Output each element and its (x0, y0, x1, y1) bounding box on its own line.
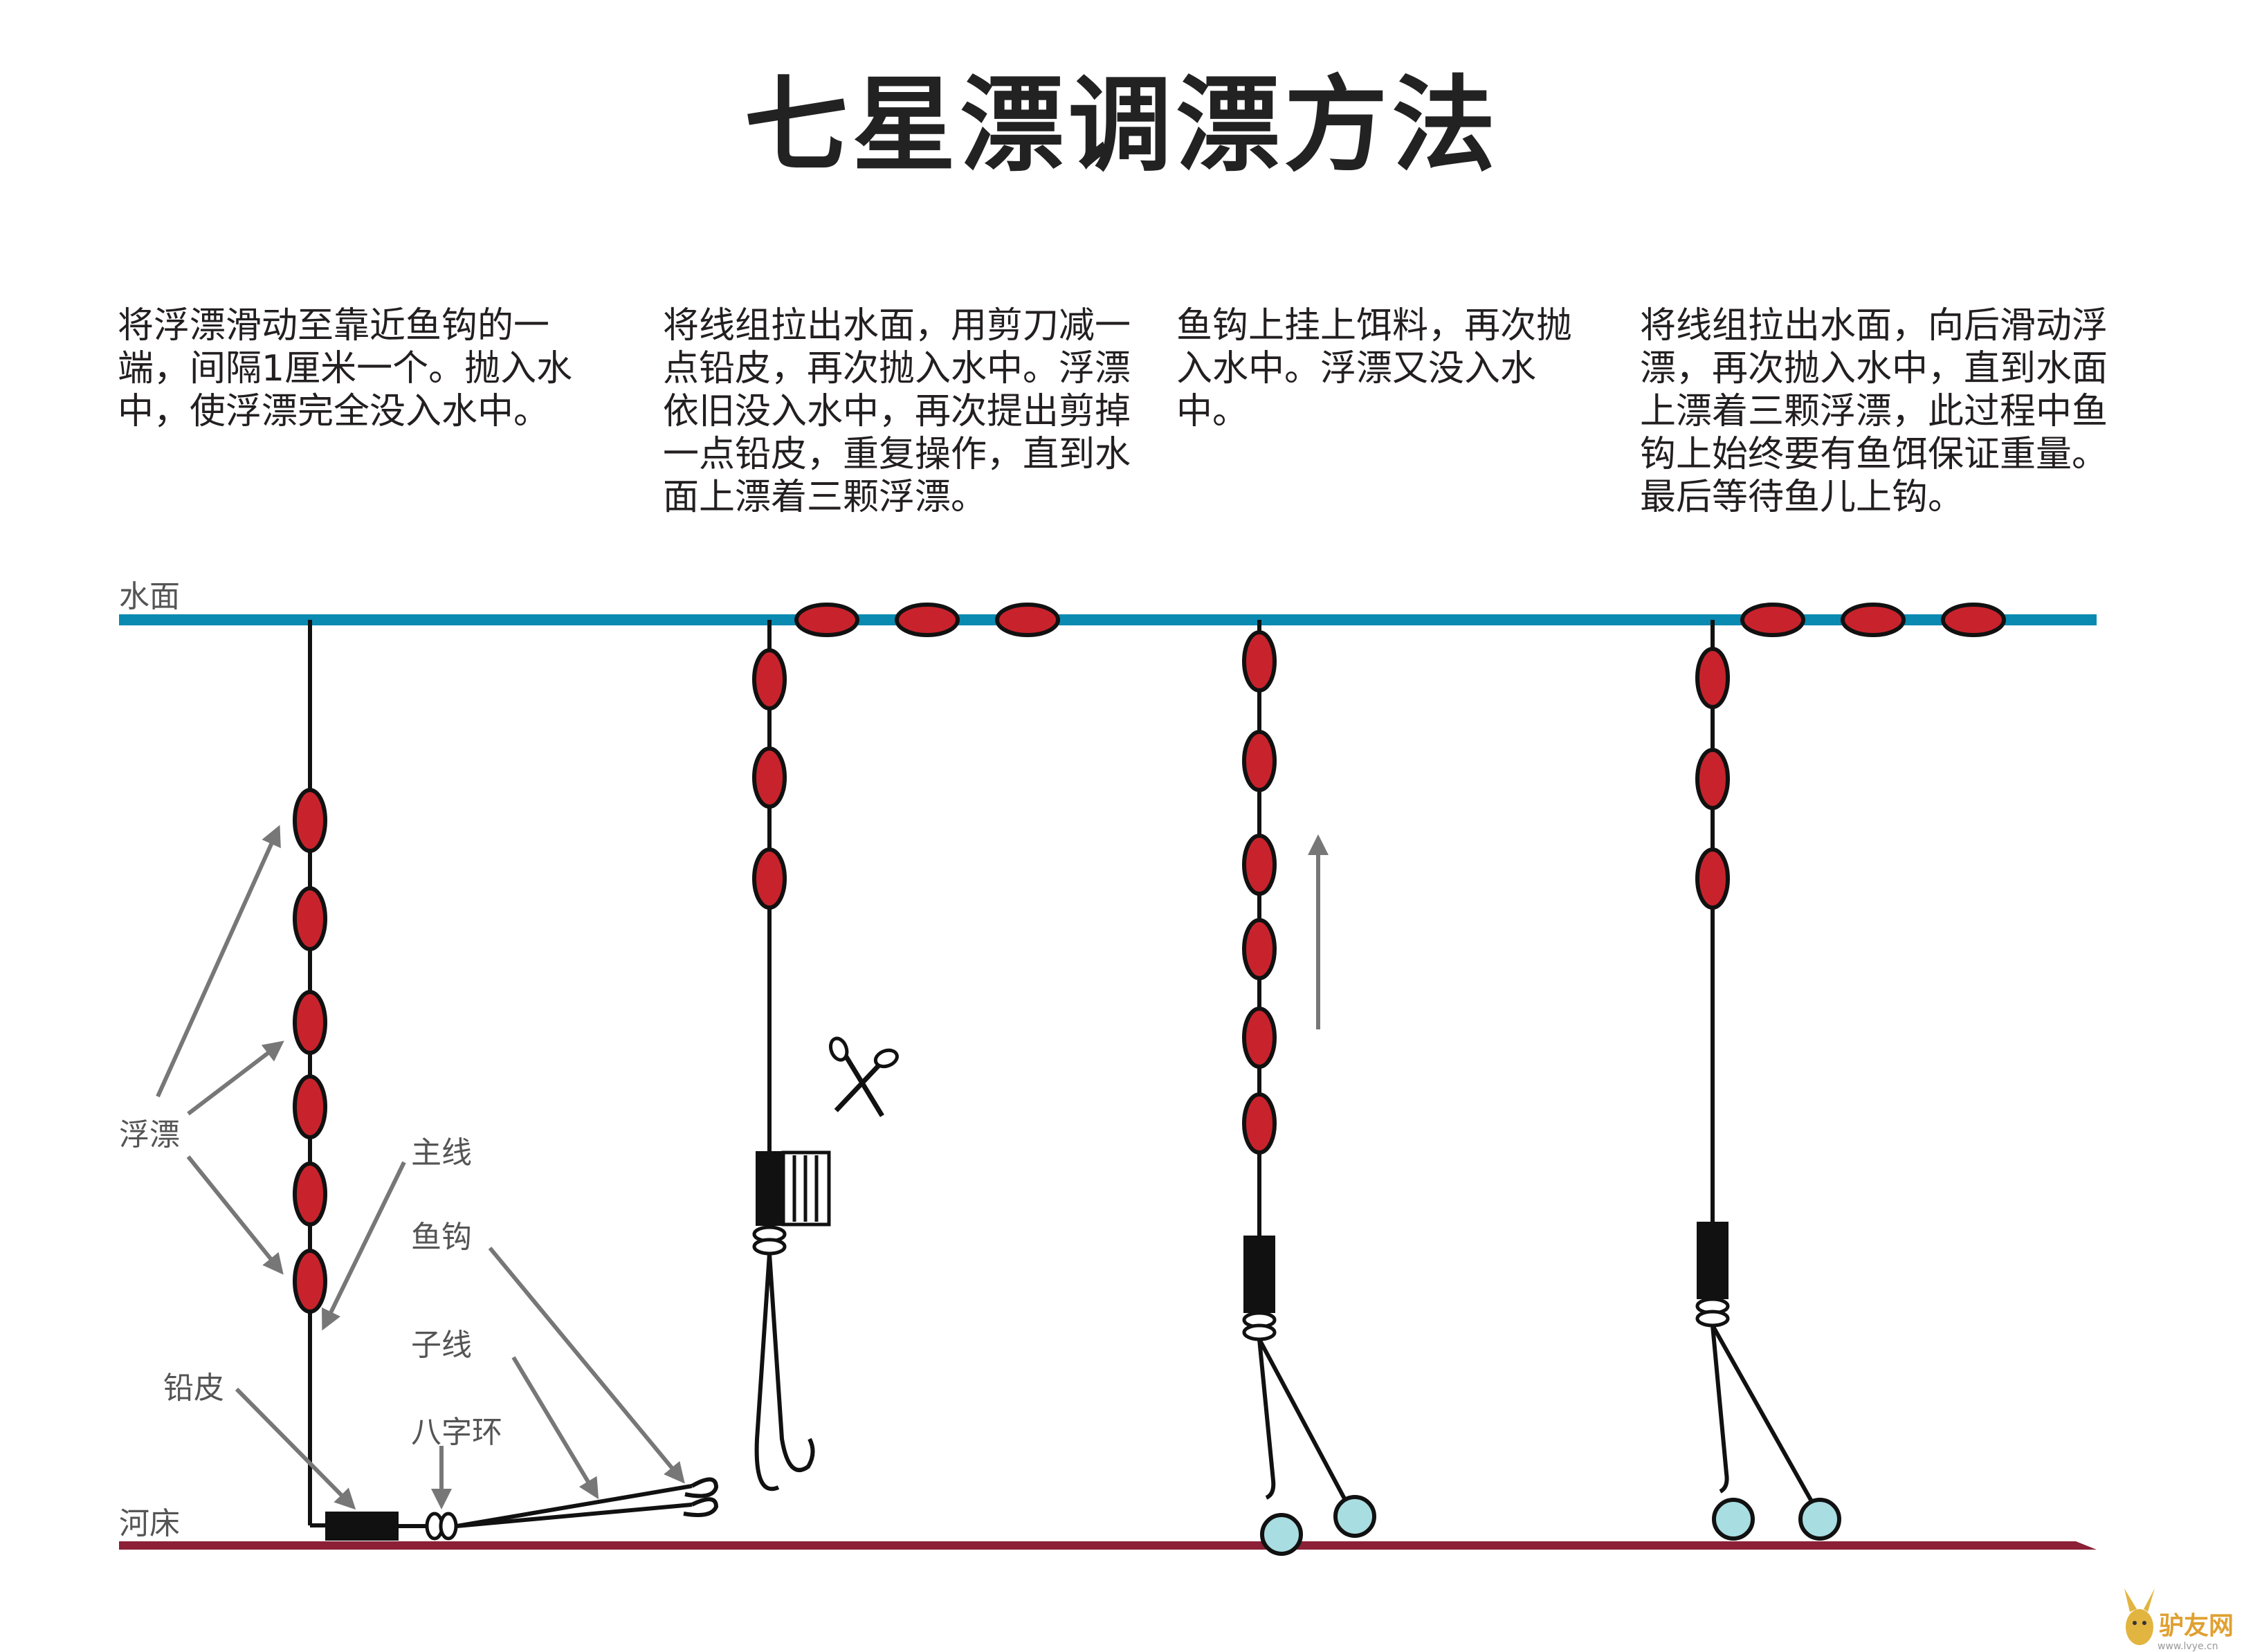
float-bead (293, 1074, 327, 1139)
lead-sinker (1243, 1236, 1275, 1313)
bait-ball (1333, 1495, 1376, 1538)
riverbed-line (119, 1541, 2097, 1550)
leader-line (456, 1503, 693, 1528)
bait-ball (1260, 1513, 1303, 1556)
step-1-text: 将浮漂滑动至靠近鱼钩的一端，间隔1厘米一个。抛入水中，使浮漂完全没入水中。 (118, 305, 573, 432)
watermark-url: www.lvye.cn (2158, 1641, 2218, 1652)
swivel-ring (752, 1238, 787, 1256)
float-bead (752, 746, 787, 809)
scene-2 (752, 603, 1060, 1492)
bait-ball (1712, 1498, 1755, 1541)
float-label: 浮漂 (119, 1117, 180, 1153)
float-bead (1242, 1092, 1277, 1155)
float-bead-surface (1740, 603, 1805, 637)
leader-hook (1711, 1324, 1814, 1503)
float-bead (1695, 647, 1730, 709)
float-bead (293, 1162, 327, 1227)
step-3-text: 鱼钩上挂上饵料，再次抛入水中。浮漂又没入水中。 (1176, 305, 1573, 432)
pointer-arrow (156, 825, 281, 1098)
float-bead-surface (794, 603, 859, 637)
pointer-arrow (235, 1387, 356, 1510)
watermark-logo: 驴友网 www.lvye.cn (2124, 1588, 2234, 1652)
pointer-arrow (187, 1040, 284, 1116)
watermark-text: 驴友网 (2159, 1612, 2234, 1640)
pointer-arrow (322, 1161, 406, 1331)
float-bead (1695, 748, 1730, 810)
hook-label: 鱼钩 (411, 1220, 472, 1255)
float-bead (1695, 847, 1730, 910)
main-line-label: 主线 (411, 1135, 472, 1171)
pointer-arrow (488, 1247, 685, 1484)
lead-sinker (1697, 1222, 1728, 1299)
leader-hook (754, 1253, 780, 1492)
float-bead-surface (995, 603, 1060, 637)
float-bead-surface (1841, 603, 1906, 637)
float-bead-surface (1941, 603, 2006, 637)
hook (683, 1497, 719, 1517)
bait-ball (1798, 1498, 1841, 1541)
scene-4 (1695, 603, 2006, 1541)
leader-hook (1257, 1339, 1276, 1500)
swivel-ring (1695, 1310, 1730, 1328)
scissors-icon (828, 1036, 899, 1117)
float-bead (1242, 918, 1277, 980)
sinker-label: 铅皮 (163, 1370, 224, 1406)
float-bead (293, 886, 327, 951)
hook (684, 1477, 719, 1498)
step-4-text: 将线组拉出水面，向后滑动浮漂，再次抛入水中，直到水面上漂着三颗浮漂，此过程中鱼钩… (1640, 305, 2108, 518)
leader-line-label: 子线 (411, 1328, 472, 1363)
pointer-arrow (186, 1155, 284, 1275)
float-bead (1242, 730, 1277, 792)
float-bead (293, 990, 327, 1055)
swivel-label: 八字环 (411, 1415, 502, 1450)
lead-sinker (325, 1512, 399, 1541)
leader-hook (1711, 1325, 1729, 1494)
leader-hook (1257, 1338, 1348, 1503)
leader-line (456, 1484, 693, 1528)
float-bead (1242, 1007, 1277, 1069)
float-bead (1242, 834, 1277, 896)
scene-1 (156, 620, 719, 1541)
water-surface-label: 水面 (119, 579, 180, 614)
scene-3 (1242, 620, 1376, 1556)
riverbed-label: 河床 (119, 1506, 180, 1541)
float-bead (752, 847, 787, 910)
swivel-ring (439, 1512, 458, 1541)
step-2-text: 将线组拉出水面，用剪刀减一点铅皮，再次抛入水中。浮漂依旧没入水中，再次提出剪掉一… (663, 305, 1131, 518)
lead-sinker (756, 1151, 783, 1226)
float-bead (1242, 630, 1277, 692)
page-title: 七星漂调漂方法 (744, 66, 1500, 186)
float-bead (752, 648, 787, 710)
pointer-arrow (511, 1356, 599, 1500)
float-bead (293, 1249, 327, 1314)
float-bead (293, 788, 327, 853)
leader-hook (767, 1253, 815, 1472)
swivel-ring (1242, 1323, 1277, 1341)
float-bead-surface (895, 603, 960, 637)
